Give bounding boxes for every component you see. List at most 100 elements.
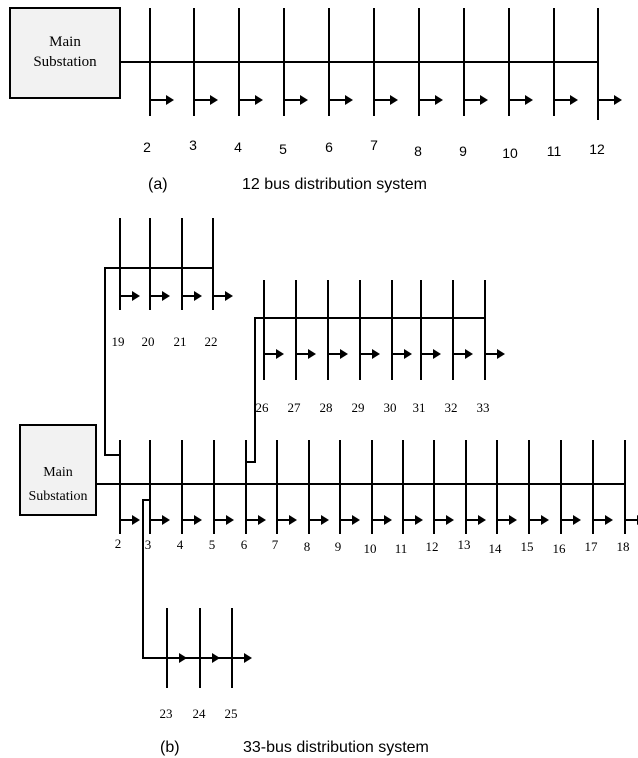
bus-group-a: 2 3 4 5 6 7 8 9 10 11 12 (143, 8, 622, 161)
load-arrow-b-22 (225, 291, 233, 301)
caption-text-a: 12 bus distribution system (242, 176, 427, 193)
main-substation-box-b (19, 424, 97, 516)
load-arrow-a-3 (210, 95, 218, 105)
load-arrow-a-11 (570, 95, 578, 105)
caption-tag-a: (a) (148, 176, 168, 193)
substation-label-a-line2: Substation (33, 54, 97, 70)
load-arrow-b-5 (226, 515, 234, 525)
bus-label-b-28: 28 (320, 400, 333, 415)
bus-label-b-10: 10 (364, 541, 377, 556)
bus-label-b-31: 31 (413, 400, 426, 415)
load-arrow-b-10 (384, 515, 392, 525)
branch-connector-19-22 (104, 267, 213, 456)
load-arrow-b-2 (132, 515, 140, 525)
load-arrow-b-32 (465, 349, 473, 359)
bus-label-a-6: 6 (325, 139, 333, 155)
load-arrow-a-7 (390, 95, 398, 105)
branch-connector-26-33 (246, 317, 485, 463)
branch-connector-23-25 (142, 499, 232, 659)
load-arrow-a-2 (166, 95, 174, 105)
load-arrow-a-8 (435, 95, 443, 105)
bus-group-b-26-33: 26 27 28 29 30 31 32 33 (256, 280, 505, 415)
load-arrow-b-19 (132, 291, 140, 301)
bus-label-b-11: 11 (395, 541, 408, 556)
load-arrow-b-33 (497, 349, 505, 359)
load-arrow-a-4 (255, 95, 263, 105)
bus-label-a-9: 9 (459, 143, 467, 159)
bus-label-b-20: 20 (142, 334, 155, 349)
bus-label-b-25: 25 (225, 706, 238, 721)
load-arrow-b-4 (194, 515, 202, 525)
bus-label-b-24: 24 (193, 706, 207, 721)
load-arrow-b-8 (321, 515, 329, 525)
load-arrow-b-28 (340, 349, 348, 359)
bus-label-b-6: 6 (241, 537, 248, 552)
load-arrow-b-20 (162, 291, 170, 301)
bus-label-a-2: 2 (143, 139, 151, 155)
load-arrow-a-5 (300, 95, 308, 105)
bus-label-b-5: 5 (209, 537, 216, 552)
bus-label-b-22: 22 (205, 334, 218, 349)
bus-label-b-21: 21 (174, 334, 187, 349)
load-arrow-b-3 (162, 515, 170, 525)
bus-label-b-15: 15 (521, 539, 534, 554)
substation-label-b-line1: Main (43, 465, 73, 480)
bus-label-b-26: 26 (256, 400, 270, 415)
bus-label-a-8: 8 (414, 143, 422, 159)
bus-label-b-13: 13 (458, 537, 471, 552)
load-arrow-b-14 (509, 515, 517, 525)
bus-label-b-4: 4 (177, 537, 184, 552)
bus-label-a-7: 7 (370, 137, 378, 153)
bus-label-b-3: 3 (145, 537, 152, 552)
load-arrow-b-29 (372, 349, 380, 359)
load-arrow-b-16 (573, 515, 581, 525)
load-arrow-a-9 (480, 95, 488, 105)
bus-label-b-27: 27 (288, 400, 302, 415)
load-arrow-a-12 (614, 95, 622, 105)
bus-label-b-9: 9 (335, 539, 342, 554)
caption-tag-b: (b) (160, 739, 180, 756)
bus-label-b-17: 17 (585, 539, 599, 554)
load-arrow-b-7 (289, 515, 297, 525)
caption-text-b: 33-bus distribution system (243, 739, 429, 756)
bus-label-a-3: 3 (189, 137, 197, 153)
bus-label-b-32: 32 (445, 400, 458, 415)
load-arrow-b-23 (179, 653, 187, 663)
bus-label-b-29: 29 (352, 400, 365, 415)
bus-label-b-12: 12 (426, 539, 439, 554)
load-arrow-b-9 (352, 515, 360, 525)
bus-label-b-14: 14 (489, 541, 503, 556)
load-arrow-b-15 (541, 515, 549, 525)
bus-label-b-16: 16 (553, 541, 567, 556)
bus-label-b-23: 23 (160, 706, 173, 721)
load-arrow-b-6 (258, 515, 266, 525)
load-arrow-a-6 (345, 95, 353, 105)
bus-label-b-19: 19 (112, 334, 125, 349)
main-substation-box-a (9, 7, 121, 99)
bus-label-a-4: 4 (234, 139, 242, 155)
bus-label-a-5: 5 (279, 141, 287, 157)
bus-label-b-30: 30 (384, 400, 397, 415)
bus-label-b-33: 33 (477, 400, 490, 415)
bus-label-a-10: 10 (502, 145, 518, 161)
load-arrow-b-25 (244, 653, 252, 663)
load-arrow-a-10 (525, 95, 533, 105)
load-arrow-b-27 (308, 349, 316, 359)
substation-label-b-line2: Substation (28, 489, 87, 504)
load-arrow-b-24 (212, 653, 220, 663)
load-arrow-b-31 (433, 349, 441, 359)
bus-label-a-12: 12 (589, 141, 605, 157)
bus-label-b-7: 7 (272, 537, 279, 552)
bus-group-b-23-25: 23 24 25 (160, 608, 252, 721)
bus-label-a-11: 11 (547, 143, 562, 159)
load-arrow-b-17 (605, 515, 613, 525)
load-arrow-b-26 (276, 349, 284, 359)
bus-label-b-18: 18 (617, 539, 630, 554)
bus-group-b-19-22: 19 20 21 22 (112, 218, 233, 349)
bus-label-b-2: 2 (115, 536, 122, 551)
load-arrow-b-30 (404, 349, 412, 359)
